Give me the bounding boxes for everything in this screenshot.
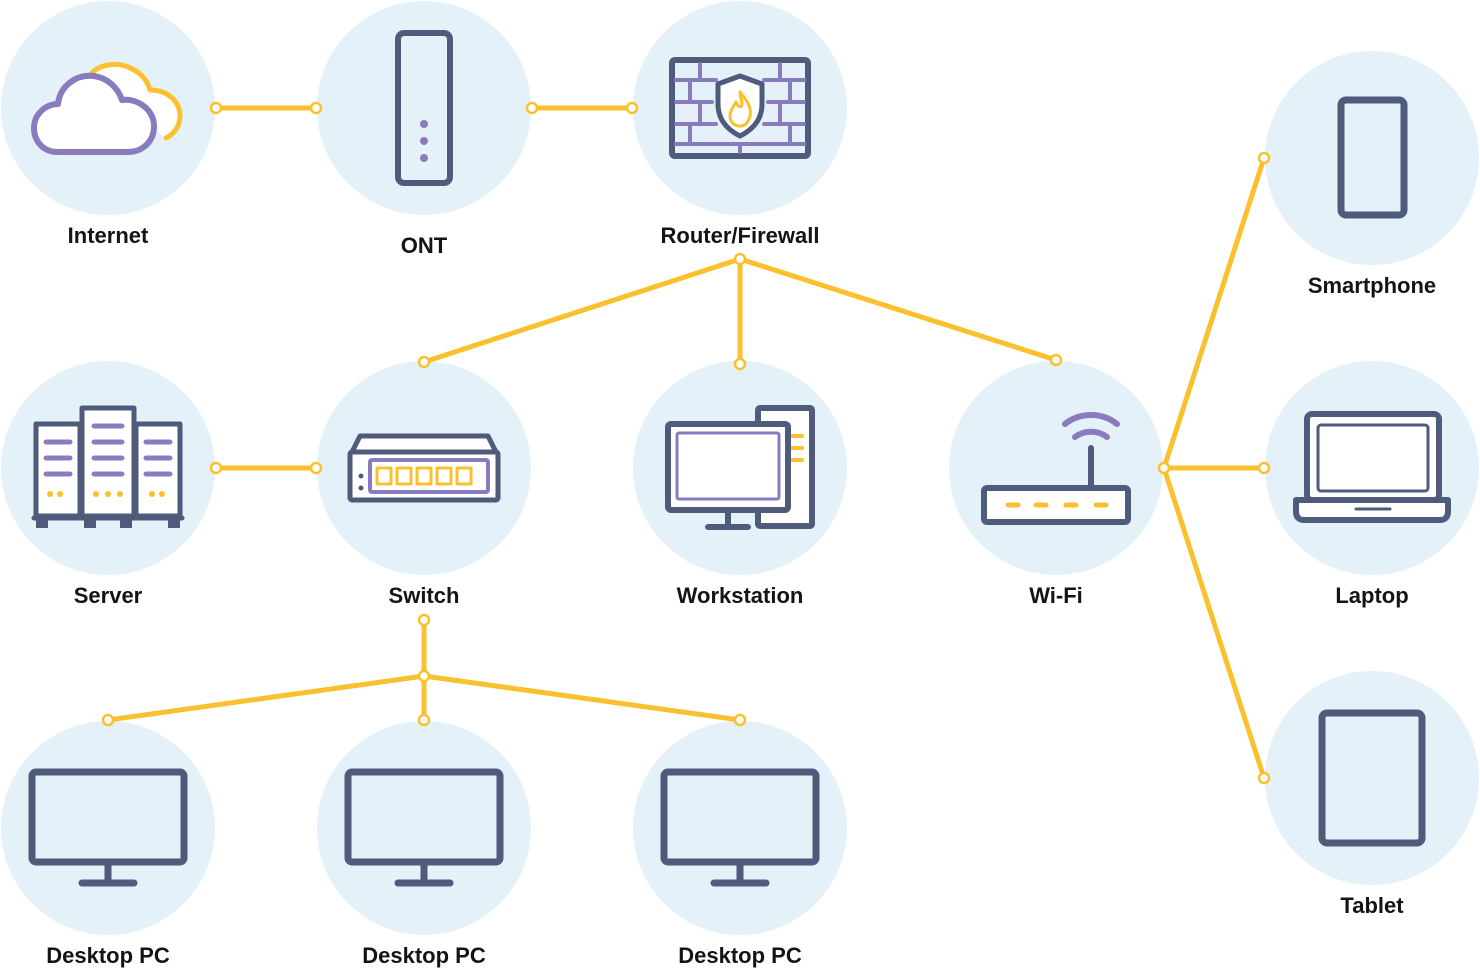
link-router-switch: [421, 256, 743, 365]
node-labels: Internet ONT Router/Firewall Smartphone …: [46, 223, 1436, 968]
server-label: Server: [74, 583, 143, 608]
wifi-router-icon: [981, 412, 1131, 525]
switch-label: Switch: [389, 583, 460, 608]
link-wifi-smartphone: [1161, 155, 1267, 471]
connector-dot: [625, 101, 639, 115]
connector-dot: [525, 101, 539, 115]
smartphone-node-circle: [1265, 51, 1479, 265]
connector-dot: [417, 613, 431, 627]
tablet-icon: [1318, 709, 1426, 847]
ont-device-icon: [395, 30, 453, 186]
desktop1-label: Desktop PC: [46, 943, 170, 968]
link-switch-desktop1: [105, 673, 427, 723]
tablet-label: Tablet: [1340, 893, 1404, 918]
cloud-icon: [31, 61, 183, 155]
connector-dot: [1257, 461, 1271, 475]
workstation-label: Workstation: [677, 583, 804, 608]
ont-node-circle: [317, 1, 531, 215]
desktop-monitor-icon: [660, 768, 820, 887]
connector-dot: [1257, 151, 1271, 165]
wifi-node-circle: [949, 361, 1163, 575]
laptop-label: Laptop: [1335, 583, 1408, 608]
connector-dot: [1157, 461, 1171, 475]
desktop-monitor-icon: [344, 768, 504, 887]
connector-dot: [733, 357, 747, 371]
workstation-icon: [665, 405, 815, 530]
connector-dot: [417, 713, 431, 727]
connection-links: [105, 105, 1267, 781]
desktop3-label: Desktop PC: [678, 943, 802, 968]
desktop-monitor-icon: [28, 768, 188, 887]
router-label: Router/Firewall: [661, 223, 820, 248]
connector-dot: [417, 355, 431, 369]
icons: [28, 30, 1451, 887]
wifi-label: Wi-Fi: [1029, 583, 1083, 608]
link-router-wifi: [737, 256, 1059, 363]
connector-dot: [1049, 353, 1063, 367]
connector-dot: [1257, 771, 1271, 785]
connector-dot: [209, 101, 223, 115]
ont-label: ONT: [401, 233, 448, 258]
connector-dots: [101, 101, 1271, 785]
network-switch-icon: [347, 433, 501, 503]
tablet-node-circle: [1265, 671, 1479, 885]
desktop2-label: Desktop PC: [362, 943, 486, 968]
server-rack-icon: [31, 405, 185, 528]
link-switch-desktop3: [421, 673, 743, 723]
internet-label: Internet: [68, 223, 149, 248]
connector-dot: [309, 461, 323, 475]
link-wifi-tablet: [1161, 465, 1267, 781]
connector-dot: [417, 669, 431, 683]
connector-dot: [733, 252, 747, 266]
connector-dot: [209, 461, 223, 475]
smartphone-label: Smartphone: [1308, 273, 1436, 298]
laptop-icon: [1293, 411, 1451, 523]
connector-dot: [733, 713, 747, 727]
smartphone-icon: [1337, 96, 1408, 219]
firewall-icon: [669, 57, 811, 159]
connector-dot: [101, 713, 115, 727]
connector-dot: [309, 101, 323, 115]
